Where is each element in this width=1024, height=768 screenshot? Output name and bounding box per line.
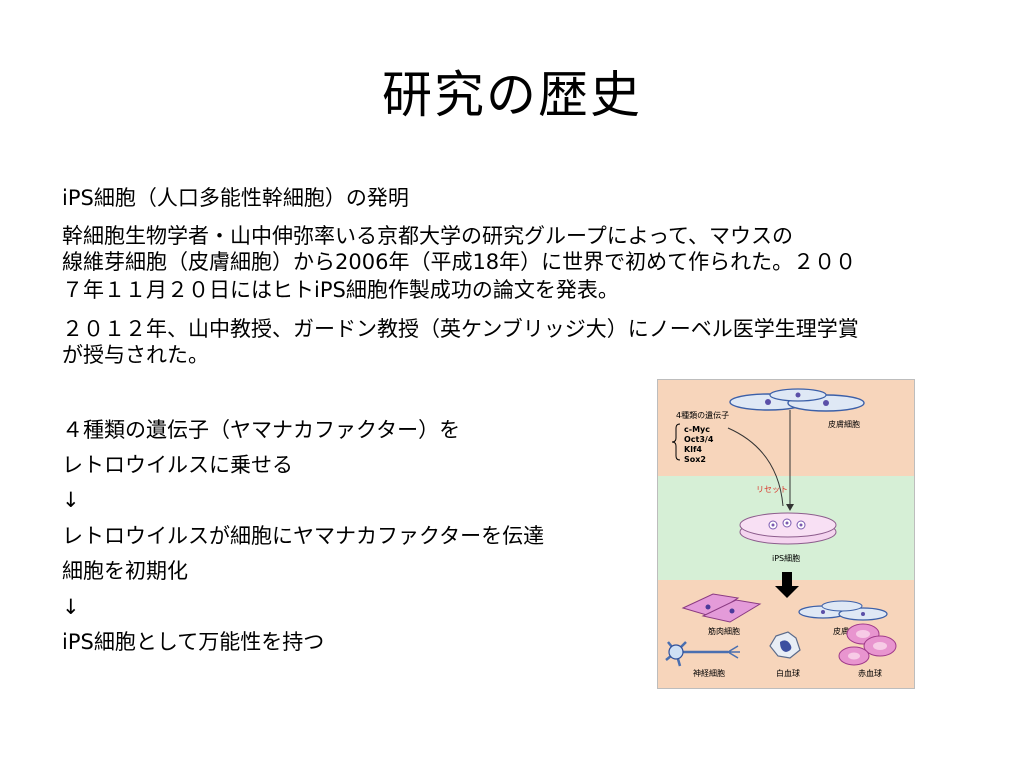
white-blood-cell-label: 白血球 bbox=[776, 668, 800, 678]
bullet-history-line-3: ７年１１月２０日にはヒトiPS細胞作製成功の論文を発表。 bbox=[62, 278, 619, 302]
down-arrow-shaft bbox=[782, 572, 792, 586]
white-blood-cell-icon bbox=[769, 631, 801, 659]
down-arrow-head-icon bbox=[775, 586, 799, 598]
reset-label: リセット bbox=[756, 485, 788, 494]
ips-diagram: 皮膚細胞 4種類の遺伝子 c-Myc Oct3/4 Klf4 Sox2 リセット… bbox=[657, 379, 915, 689]
bullet-step-transfer: レトロウイルスが細胞にヤマナカファクターを伝達 bbox=[62, 524, 545, 548]
bullet-step-genes: ４種類の遺伝子（ヤマナカファクター）を bbox=[62, 418, 461, 442]
skin-cells-icon bbox=[729, 388, 865, 412]
genes-title: 4種類の遺伝子 bbox=[676, 410, 729, 420]
bullet-nobel-line-2: が授与された。 bbox=[62, 343, 209, 367]
bullet-history-line-2: 線維芽細胞（皮膚細胞）から2006年（平成18年）に世界で初めて作られた。２００ bbox=[62, 250, 857, 274]
petri-dish-icon bbox=[739, 512, 837, 545]
ips-label: iPS細胞 bbox=[772, 553, 800, 563]
cell-arrowhead-icon bbox=[786, 504, 794, 511]
bullet-nobel-line-1: ２０１２年、山中教授、ガードン教授（英ケンブリッジ大）にノーベル医学生理学賞 bbox=[62, 317, 859, 341]
red-blood-cells-icon bbox=[838, 623, 897, 666]
gene-sox2: Sox2 bbox=[684, 455, 706, 464]
genes-brace-icon bbox=[671, 423, 681, 461]
skin-cell-label: 皮膚細胞 bbox=[828, 419, 860, 429]
gene-oct34: Oct3/4 bbox=[684, 435, 714, 444]
bullet-step-pluripotency: iPS細胞として万能性を持つ bbox=[62, 630, 325, 654]
bullet-arrow-2: ↓ bbox=[62, 595, 80, 619]
nerve-cell-label: 神経細胞 bbox=[693, 668, 725, 678]
bullet-arrow-1: ↓ bbox=[62, 488, 80, 512]
gene-klf4: Klf4 bbox=[684, 445, 702, 454]
nerve-cell-icon bbox=[665, 641, 740, 667]
muscle-cell-label: 筋肉細胞 bbox=[708, 626, 740, 636]
gene-c-myc: c-Myc bbox=[684, 425, 710, 434]
gene-arrow-icon bbox=[727, 427, 784, 507]
bullet-step-reprogram: 細胞を初期化 bbox=[62, 559, 188, 583]
skin-cells-bottom-icon bbox=[798, 600, 888, 621]
bullet-history-line-1: 幹細胞生物学者・山中伸弥率いる京都大学の研究グループによって、マウスの bbox=[62, 224, 794, 248]
bullet-invention: iPS細胞（人口多能性幹細胞）の発明 bbox=[62, 186, 409, 210]
bullet-step-retrovirus: レトロウイルスに乗せる bbox=[62, 453, 293, 477]
slide-title: 研究の歴史 bbox=[382, 66, 642, 124]
muscle-cells-icon bbox=[681, 593, 762, 623]
red-blood-cell-label: 赤血球 bbox=[858, 668, 882, 678]
